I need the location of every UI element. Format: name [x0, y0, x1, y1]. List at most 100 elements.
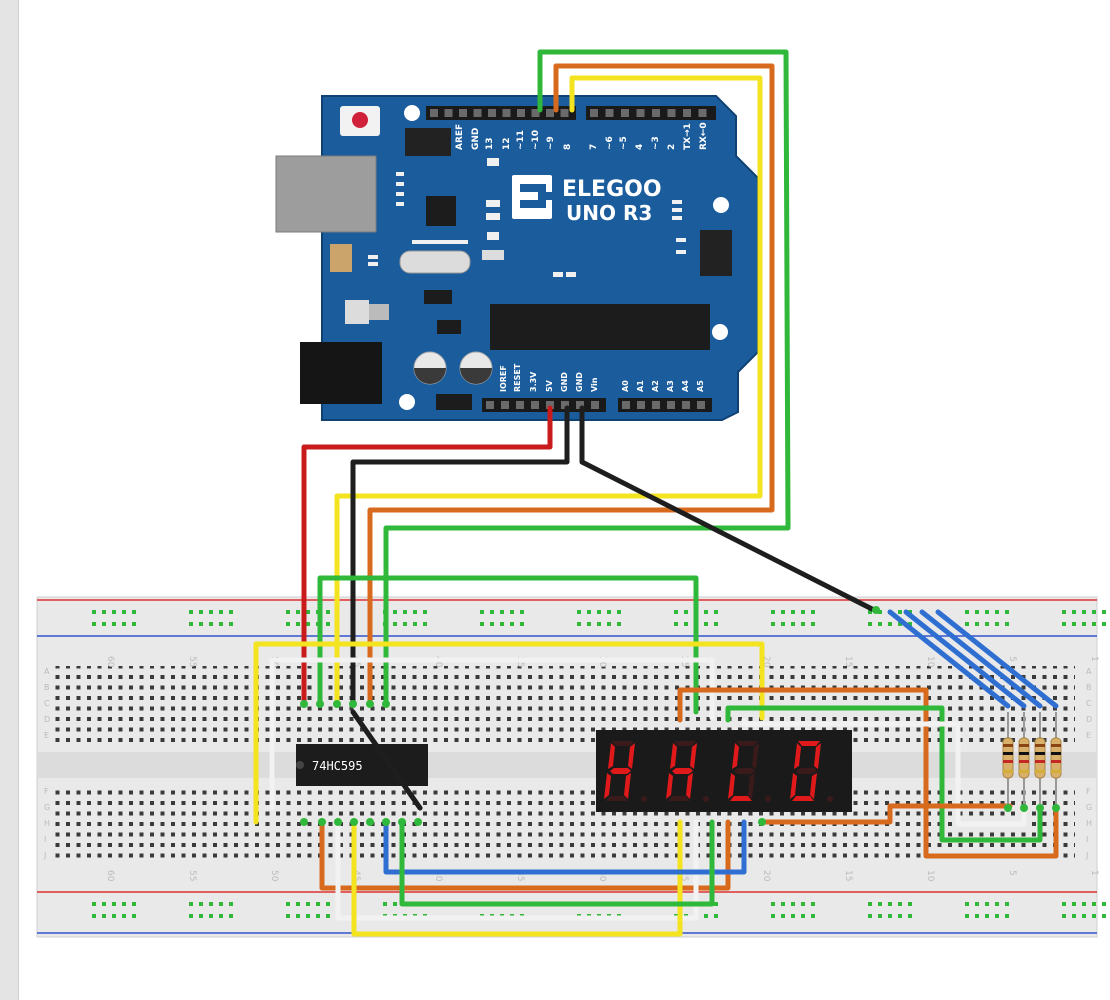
rail-hole: [888, 902, 892, 906]
column-number: 55: [187, 656, 197, 667]
pin-label: ~11: [516, 130, 526, 150]
rail-hole: [771, 902, 775, 906]
rail-hole: [878, 902, 882, 906]
row-letter: E: [44, 731, 49, 740]
rail-hole: [403, 610, 407, 614]
resistor: [1002, 712, 1014, 804]
fuse: [330, 244, 352, 272]
wire-green-bottom: [399, 819, 715, 907]
pin-label: GND: [575, 372, 584, 392]
pin-label: A3: [666, 380, 675, 392]
column-number: 1: [1089, 870, 1099, 876]
mount-hole: [399, 394, 415, 410]
rail-hole: [306, 610, 310, 614]
row-letter: B: [44, 683, 50, 692]
rail-hole: [423, 610, 427, 614]
rail-hole: [791, 610, 795, 614]
rail-hole: [500, 622, 504, 626]
resistor: [1034, 712, 1046, 804]
rail-hole: [122, 902, 126, 906]
rail-hole: [1092, 622, 1096, 626]
pin-label: 5V: [545, 379, 554, 392]
rail-hole: [704, 622, 708, 626]
rail-hole: [975, 902, 979, 906]
rail-hole: [132, 902, 136, 906]
rail-hole: [868, 914, 872, 918]
terminal-strip-top: [55, 666, 1075, 744]
rail-hole: [229, 914, 233, 918]
rail-hole: [296, 902, 300, 906]
power-jack: [300, 342, 382, 404]
column-number: 50: [269, 870, 279, 882]
column-number: 5: [1007, 656, 1017, 662]
rail-hole: [704, 610, 708, 614]
row-letter: D: [44, 715, 50, 724]
resistors: [1002, 712, 1062, 804]
row-letter: D: [1086, 715, 1092, 724]
rail-hole: [1102, 914, 1106, 918]
wire-end: [334, 818, 342, 826]
rail-hole: [577, 622, 581, 626]
rail-hole: [985, 622, 989, 626]
pin-label: GND: [471, 128, 481, 150]
pin-label: 4: [635, 144, 645, 150]
rail-hole: [403, 622, 407, 626]
wire-blue-diag-4: [935, 609, 1059, 709]
rail-hole: [122, 914, 126, 918]
rail-hole: [965, 610, 969, 614]
rail-hole: [1005, 914, 1009, 918]
rail-hole: [286, 914, 290, 918]
rail-hole: [908, 902, 912, 906]
rail-hole: [306, 902, 310, 906]
chip-label: 74HC595: [312, 759, 363, 773]
regulator: [345, 300, 369, 324]
rail-hole: [102, 622, 106, 626]
center-channel: [37, 752, 1097, 778]
rail-hole: [1082, 914, 1086, 918]
row-letter: A: [44, 667, 50, 676]
wire-end: [316, 700, 324, 708]
rail-hole: [122, 622, 126, 626]
wire-orange-top: [677, 687, 1059, 859]
rail-hole: [771, 914, 775, 918]
window-left-edge: [0, 0, 19, 1000]
column-number: 35: [515, 870, 525, 881]
wire-end: [1036, 804, 1044, 812]
wire-end: [872, 606, 880, 614]
rail-hole: [714, 610, 718, 614]
rail-hole: [898, 610, 902, 614]
wire-green-top2: [725, 705, 1043, 843]
wire-end: [398, 818, 406, 826]
wire-yellow-top: [253, 641, 765, 825]
rail-hole: [1005, 902, 1009, 906]
reset-button-cap[interactable]: [352, 112, 368, 128]
rail-hole: [811, 610, 815, 614]
rail-hole: [520, 622, 524, 626]
display-digits: [604, 741, 833, 802]
wire-orange-bottom: [319, 819, 731, 891]
rail-hole: [209, 622, 213, 626]
rail-hole: [413, 622, 417, 626]
rail-hole: [132, 622, 136, 626]
wire-orange-right: [759, 803, 1013, 825]
column-number: 60: [105, 870, 115, 882]
rail-hole: [1005, 610, 1009, 614]
wire-end: [300, 700, 308, 708]
rail-hole: [296, 622, 300, 626]
pin-label: ~6: [605, 136, 615, 150]
rail-hole: [868, 902, 872, 906]
rail-hole: [791, 622, 795, 626]
rail-hole: [1102, 622, 1106, 626]
column-number: 5: [1007, 870, 1017, 876]
resistor: [1018, 712, 1030, 804]
rail-hole: [985, 914, 989, 918]
mount-hole: [712, 324, 728, 340]
rail-hole: [229, 622, 233, 626]
rail-hole: [1082, 902, 1086, 906]
rail-hole: [92, 622, 96, 626]
wire-end: [300, 818, 308, 826]
rail-hole: [1072, 622, 1076, 626]
row-letter: E: [1086, 731, 1091, 740]
